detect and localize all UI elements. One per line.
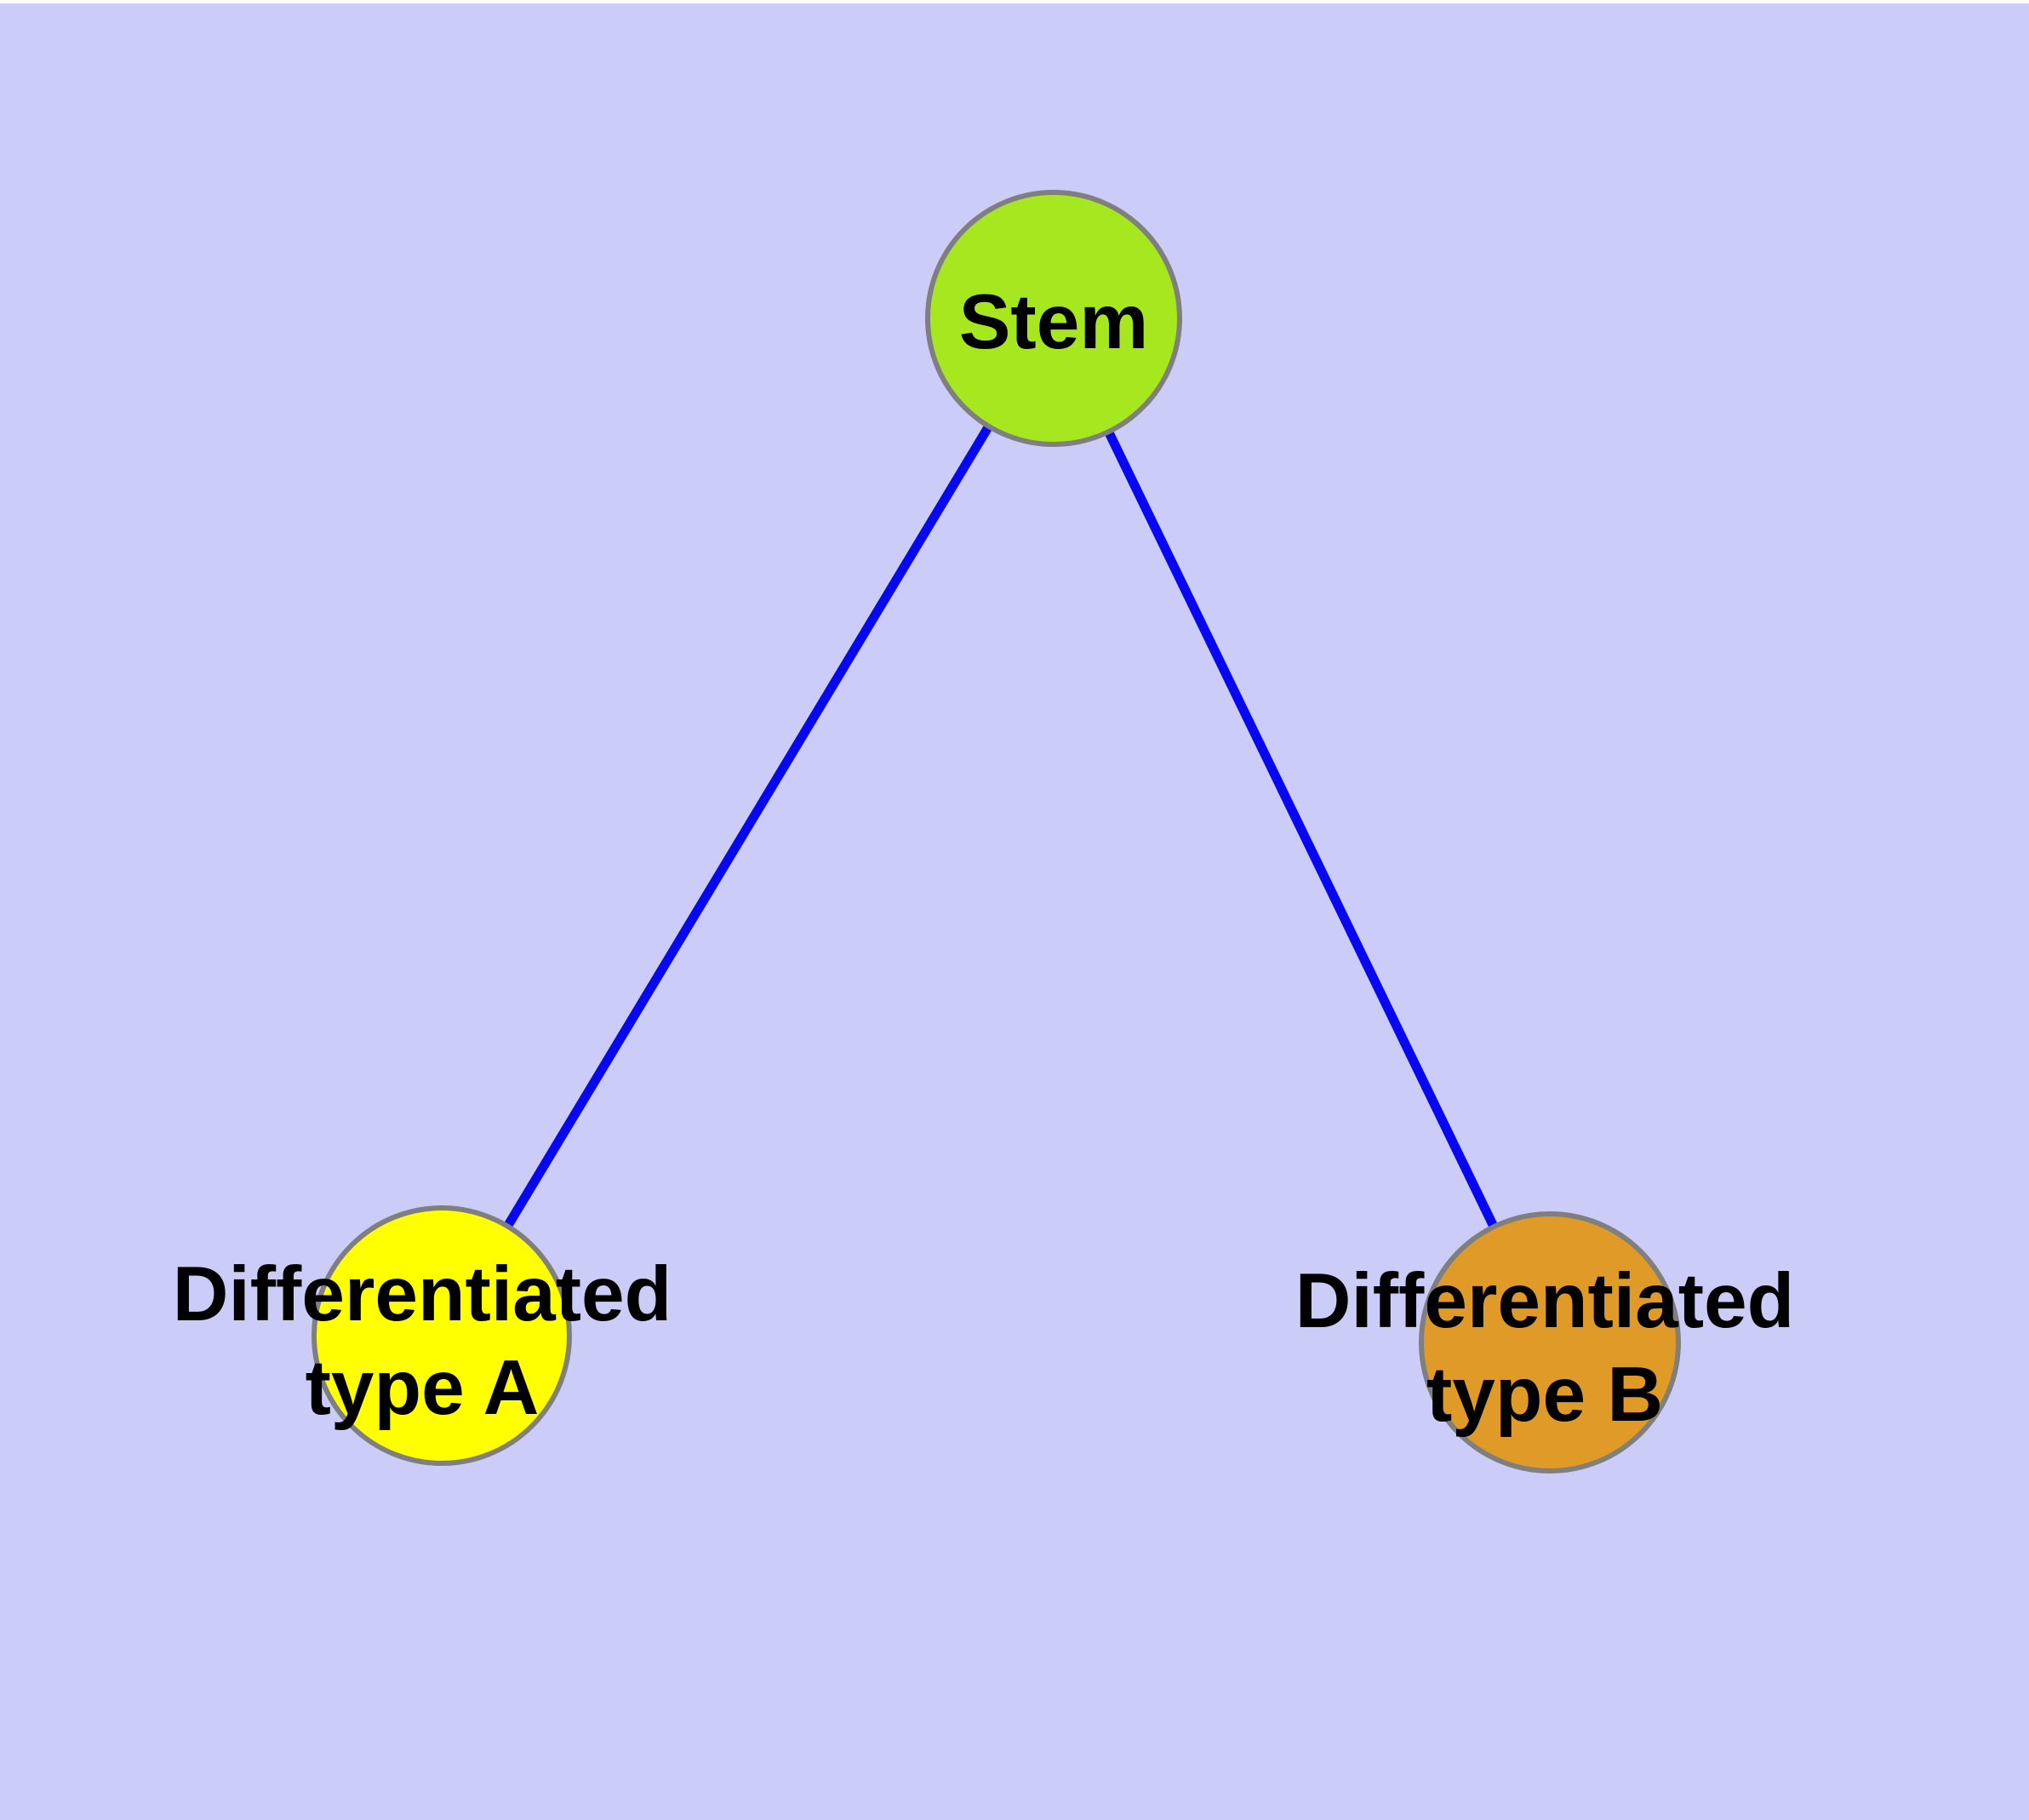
edge-stem-diff-b xyxy=(1049,316,1554,1345)
nodes-layer xyxy=(311,190,1681,1474)
node-diff-a[interactable] xyxy=(311,1205,572,1466)
node-stem[interactable] xyxy=(925,190,1182,447)
edges-layer xyxy=(437,316,1554,1345)
node-label-stem: Stem xyxy=(959,279,1149,365)
node-diff-b[interactable] xyxy=(1419,1211,1681,1474)
edge-stem-diff-a xyxy=(437,316,1058,1338)
